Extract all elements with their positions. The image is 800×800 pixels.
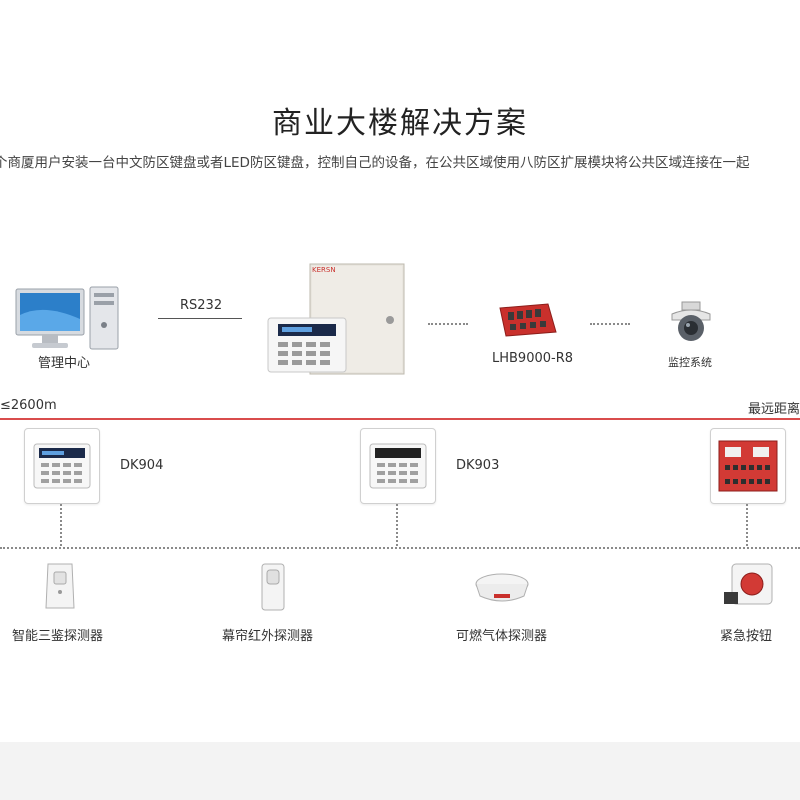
distance-left-label: ≤2600m xyxy=(0,398,57,413)
dome-camera-icon xyxy=(671,301,711,341)
distance-right-label: 最远距离 xyxy=(748,402,800,417)
keypad-label-dk904: DK904 xyxy=(120,458,164,473)
detector-label-emergency: 紧急按钮 xyxy=(720,629,773,644)
gas-detector-icon xyxy=(475,573,529,602)
lcd-keypad-icon xyxy=(33,443,91,489)
led-keypad-icon xyxy=(369,443,427,489)
connector-vertical-1 xyxy=(60,504,62,546)
monitor-system-label: 监控系统 xyxy=(668,356,712,369)
curtain-pir-detector-icon xyxy=(261,563,285,611)
rs232-label: RS232 xyxy=(180,298,223,313)
keypad-card-dk903[interactable] xyxy=(360,428,436,504)
management-center-label: 管理中心 xyxy=(38,356,91,371)
detector-label-gas: 可燃气体探测器 xyxy=(456,629,548,644)
link-dotted-2 xyxy=(590,323,630,325)
footer-band xyxy=(0,742,800,800)
rs232-line xyxy=(158,318,242,319)
bus-line xyxy=(0,418,800,420)
expansion-module-icon xyxy=(499,303,557,337)
expansion-board-card[interactable] xyxy=(710,428,786,504)
cabinet-brand-logo: KERSN xyxy=(312,266,336,274)
module-label: LHB9000-R8 xyxy=(492,351,574,366)
computer-icon xyxy=(15,286,119,350)
expansion-board-icon xyxy=(718,440,778,492)
triple-tech-detector-icon xyxy=(45,563,75,609)
page-subtitle: 个商厦用户安装一台中文防区键盘或者LED防区键盘，控制自己的设备，在公共区域使用… xyxy=(0,155,750,171)
detector-label-triple-tech: 智能三鉴探测器 xyxy=(12,629,104,644)
connector-vertical-2 xyxy=(396,504,398,546)
emergency-button-icon xyxy=(724,563,773,605)
detector-label-curtain-pir: 幕帘红外探测器 xyxy=(222,629,314,644)
detector-bus-line xyxy=(0,547,800,549)
alarm-control-panel-icon xyxy=(267,263,405,375)
keypad-label-dk903: DK903 xyxy=(456,458,500,473)
link-dotted-1 xyxy=(428,323,468,325)
keypad-card-dk904[interactable] xyxy=(24,428,100,504)
connector-vertical-3 xyxy=(746,504,748,546)
page-title: 商业大楼解决方案 xyxy=(272,106,528,141)
